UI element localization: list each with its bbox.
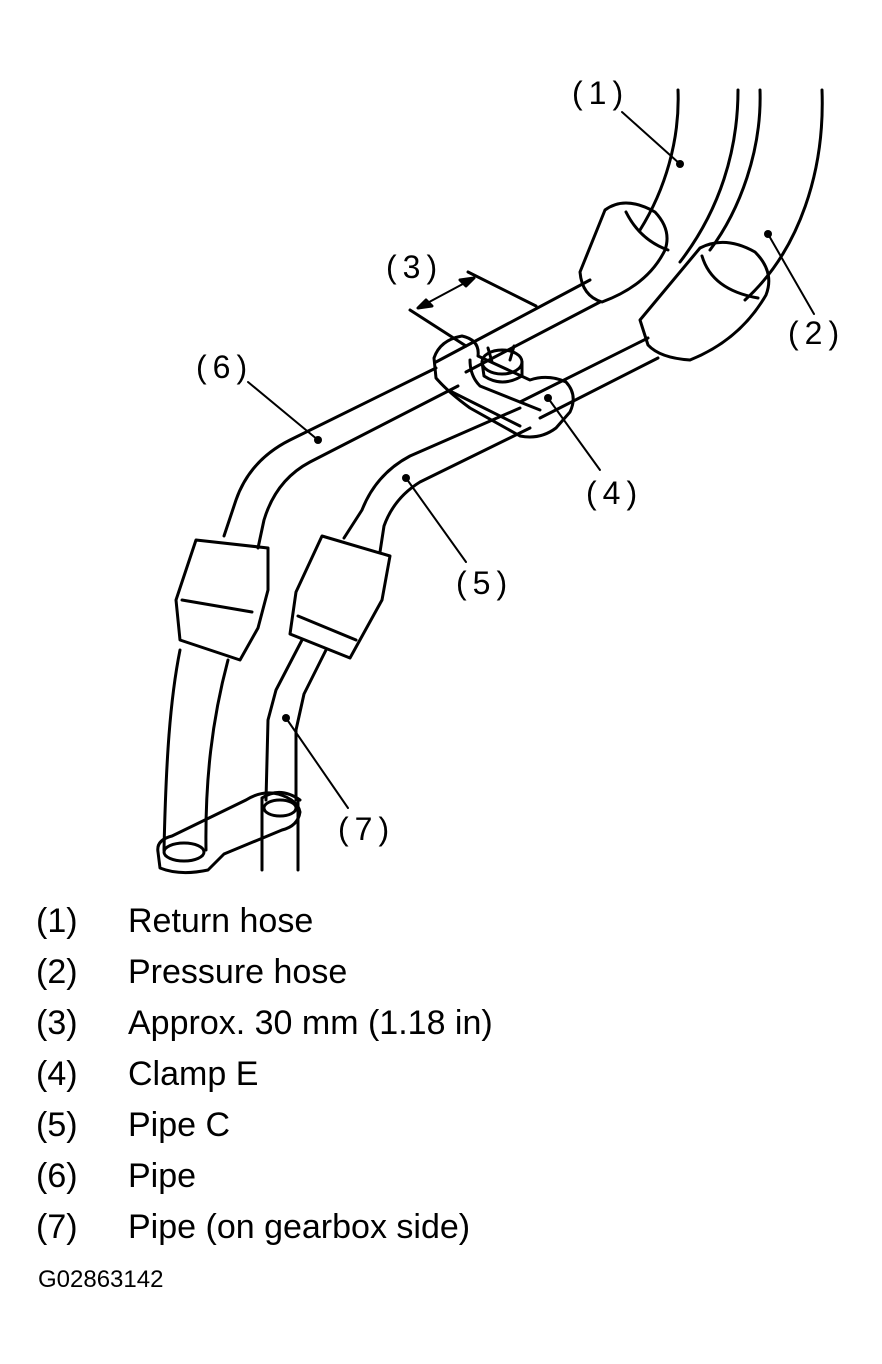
callout-4: (4) — [586, 475, 643, 511]
legend-item: (4) Clamp E — [36, 1049, 856, 1100]
legend-label: Pipe — [128, 1157, 197, 1195]
legend-item: (3) Approx. 30 mm (1.18 in) — [36, 998, 856, 1049]
legend-label: Pressure hose — [128, 953, 348, 991]
pipe-c — [288, 406, 532, 660]
legend-item: (1) Return hose — [36, 896, 856, 947]
legend-number: (2) — [36, 953, 78, 991]
legend-item: (6) Pipe — [36, 1151, 856, 1202]
legend-label: Pipe (on gearbox side) — [128, 1208, 471, 1246]
legend-item: (2) Pressure hose — [36, 947, 856, 998]
callout-6: (6) — [196, 349, 253, 385]
mounting-bracket — [156, 791, 302, 875]
legend-label: Pipe C — [128, 1106, 231, 1144]
legend-label: Clamp E — [128, 1055, 259, 1093]
legend-number: (4) — [36, 1055, 78, 1093]
legend-item: (7) Pipe (on gearbox side) — [36, 1202, 856, 1253]
legend-item: (5) Pipe C — [36, 1100, 856, 1151]
return-hose — [578, 88, 740, 304]
callout-7: (7) — [338, 811, 395, 847]
clamp-e — [432, 334, 575, 439]
pipe-gearbox-side — [260, 638, 328, 872]
callout-5: (5) — [456, 565, 513, 601]
leader-lines — [247, 111, 815, 809]
callout-1: (1) — [572, 75, 629, 111]
legend: (1) Return hose (2) Pressure hose (3) Ap… — [36, 896, 856, 1253]
dimension-30mm — [408, 270, 538, 348]
leader-dots — [282, 160, 772, 722]
legend-number: (6) — [36, 1157, 78, 1195]
callout-2: (2) — [788, 315, 845, 351]
legend-label: Return hose — [128, 902, 314, 940]
pressure-hose — [638, 88, 824, 362]
legend-number: (7) — [36, 1208, 78, 1246]
figure-code: G02863142 — [38, 1266, 164, 1293]
legend-number: (1) — [36, 902, 78, 940]
legend-label: Approx. 30 mm (1.18 in) — [128, 1004, 493, 1042]
legend-number: (3) — [36, 1004, 78, 1042]
pipe-6 — [162, 366, 460, 852]
callout-3: (3) — [386, 249, 443, 285]
legend-number: (5) — [36, 1106, 78, 1144]
hose-pipe-diagram: (1) (2) (3) (4) (5) (6) (7) — [156, 75, 845, 875]
